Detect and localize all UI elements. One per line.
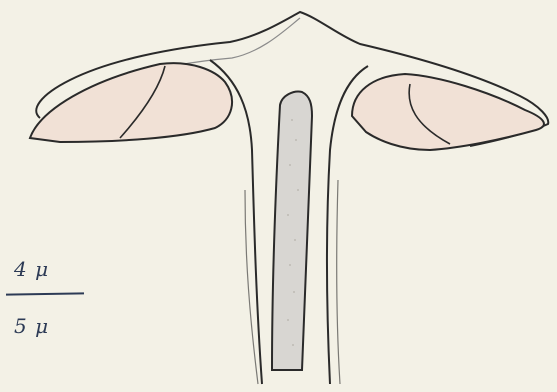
stem-outer-right bbox=[337, 180, 340, 384]
left-lobe bbox=[30, 63, 232, 142]
scale-label-bottom: 5 μ bbox=[14, 314, 49, 338]
right-lobe bbox=[352, 74, 544, 150]
axial-canal bbox=[272, 92, 312, 370]
scale-label-top: 4 μ bbox=[14, 257, 49, 281]
